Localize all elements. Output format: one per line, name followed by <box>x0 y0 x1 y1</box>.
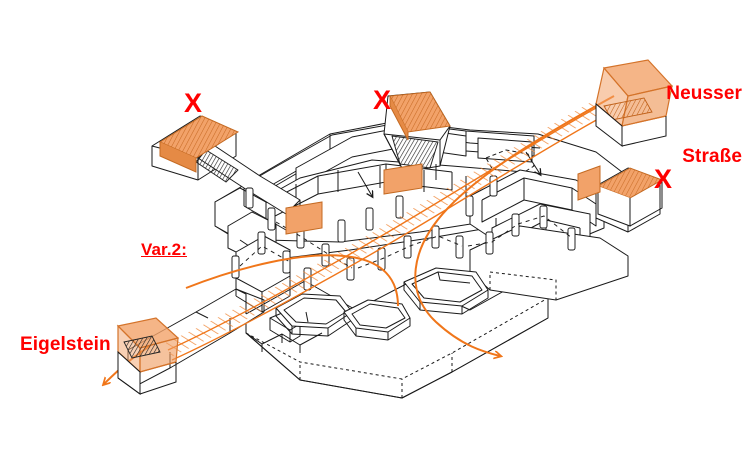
cross-mark-east: X <box>654 164 673 194</box>
flow-path-hatched-band <box>164 101 601 361</box>
landing-panel-west <box>285 201 323 235</box>
label-neusser-line1: Neusser <box>666 82 742 104</box>
label-neusser-line2: Straße <box>682 146 742 168</box>
hex-planter-north <box>403 267 489 315</box>
hex-planters-group <box>275 267 489 341</box>
entrance-canopy-neusser <box>595 59 674 148</box>
curve-neusser-sweep <box>414 95 615 356</box>
label-variant: Var.2: <box>141 240 187 259</box>
label-neusser-strasse: Neusser Straße <box>666 40 742 189</box>
columns-group <box>231 175 576 291</box>
cross-mark-northwest: X <box>184 88 203 118</box>
stair-box-east <box>596 167 664 227</box>
escalator-deck-northwest <box>158 115 240 173</box>
escalator-deck-north-center <box>389 91 451 141</box>
landing-panel-north-center <box>383 163 423 195</box>
curve-plaza-branch <box>185 254 399 307</box>
hex-planter-center <box>343 299 411 341</box>
label-eigelstein: Eigelstein <box>20 334 111 355</box>
orange-entrance-elements <box>116 59 674 395</box>
entrance-canopy-eigelstein <box>116 317 180 395</box>
cross-mark-north-center: X <box>373 85 392 115</box>
landing-panel-east <box>577 165 601 201</box>
